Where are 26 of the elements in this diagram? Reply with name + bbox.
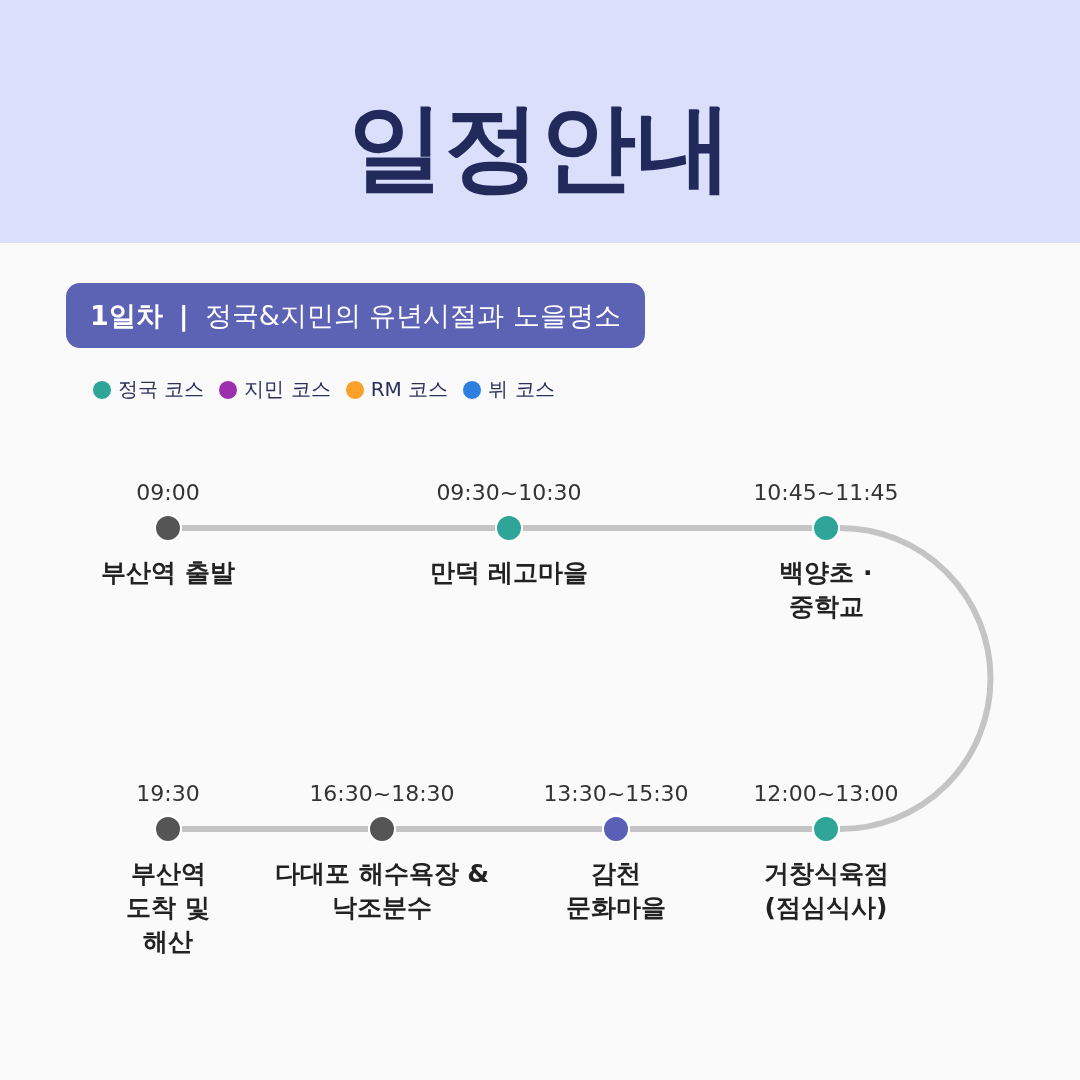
route-line (839, 525, 994, 832)
place-name: 백양초 · 중학교 (778, 557, 874, 623)
time-label: 19:30 (136, 780, 200, 808)
time-label: 10:45~11:45 (753, 479, 899, 507)
legend-label: 뷔 코스 (488, 376, 555, 403)
legend-label: 지민 코스 (244, 376, 331, 403)
route-line (396, 826, 602, 832)
place-name: 만덕 레고마을 (428, 557, 590, 589)
route-line (182, 826, 368, 832)
place-name: 다대포 해수욕장 & 낙조분수 (273, 858, 491, 924)
legend-label: 정국 코스 (118, 376, 205, 403)
time-label: 13:30~15:30 (543, 780, 689, 808)
time-label: 09:30~10:30 (436, 479, 582, 507)
route-line (630, 826, 812, 832)
place-name: 감천 문화마을 (565, 858, 667, 924)
time-label: 16:30~18:30 (309, 780, 455, 808)
time-label: 12:00~13:00 (753, 780, 899, 808)
place-name: 부산역 출발 (100, 557, 236, 589)
day-banner: 1일차 | 정국&지민의 유년시절과 노을명소 (66, 283, 645, 348)
title: 일정안내 (347, 92, 733, 202)
route-line (523, 525, 812, 531)
legend-label: RM 코스 (370, 376, 449, 403)
time-label: 09:00 (136, 479, 200, 507)
place-name: 부산역 도착 및 해산 (125, 858, 211, 958)
route-line (182, 525, 495, 531)
place-name: 거창식육점 (점심식사) (762, 858, 890, 924)
